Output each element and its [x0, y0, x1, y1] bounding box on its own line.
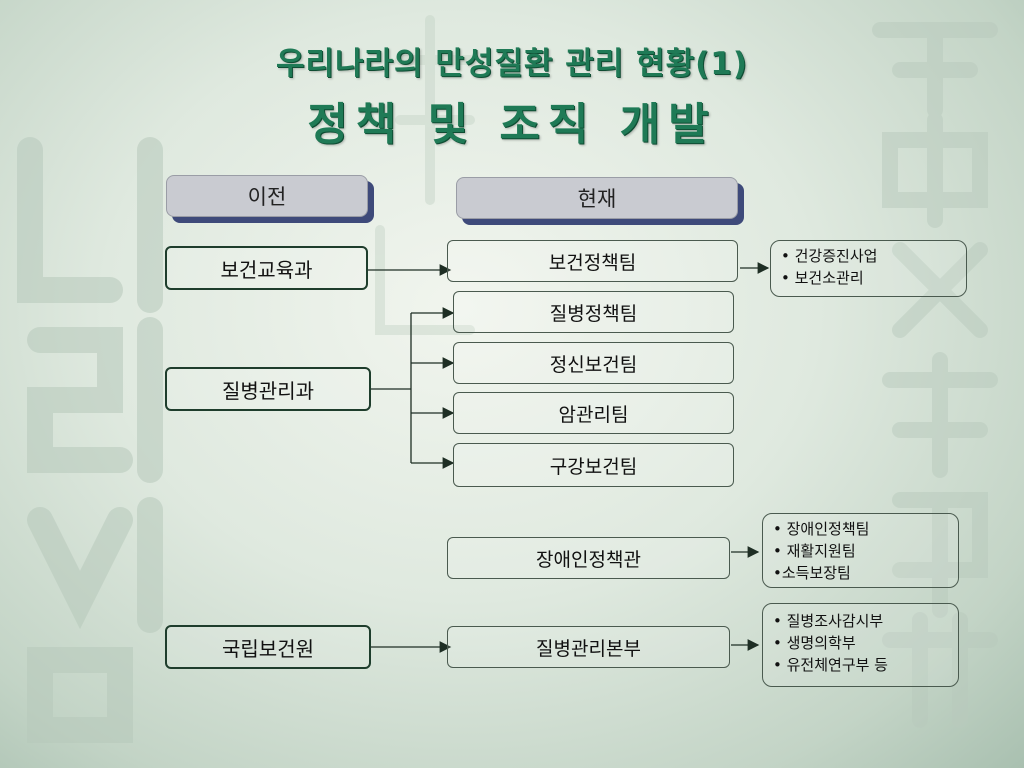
- note-item: • 건강증진사업: [781, 247, 878, 265]
- node-disability-policy: 장애인정책관: [447, 537, 730, 579]
- node-cancer-mgmt: 암관리팀: [453, 392, 734, 434]
- node-health-edu-label: 보건교육과: [220, 257, 313, 282]
- slide-title-line2: 정책 및 조직 개발: [307, 99, 717, 150]
- node-oral-health-label: 구강보건팀: [549, 455, 638, 478]
- node-oral-health: 구강보건팀: [453, 443, 734, 487]
- note-item: •소득보장팀: [773, 564, 851, 582]
- node-health-policy: 보건정책팀: [447, 240, 738, 282]
- slide-title-line1: 우리나라의 만성질환 관리 현황(1): [275, 46, 749, 82]
- node-kcdc-label: 질병관리본부: [536, 637, 641, 660]
- note-item: • 유전체연구부 등: [773, 656, 888, 674]
- node-disease-policy: 질병정책팀: [453, 291, 734, 333]
- node-disease-policy-label: 질병정책팀: [549, 302, 638, 325]
- note-item: • 보건소관리: [781, 269, 864, 287]
- node-cancer-mgmt-label: 암관리팀: [558, 403, 629, 426]
- header-before-label: 이전: [247, 185, 287, 209]
- note-item: • 장애인정책팀: [773, 520, 870, 538]
- node-national-inst-label: 국립보건원: [222, 636, 314, 661]
- note-health-policy: • 건강증진사업 • 보건소관리: [770, 240, 967, 297]
- note-item: • 재활지원팀: [773, 542, 856, 560]
- note-item: • 질병조사감시부: [773, 612, 884, 630]
- note-disability-policy: • 장애인정책팀 • 재활지원팀 •소득보장팀: [762, 513, 959, 588]
- header-current-label: 현재: [577, 187, 617, 211]
- note-kcdc: • 질병조사감시부 • 생명의학부 • 유전체연구부 등: [762, 603, 959, 687]
- header-before-tab: 이전: [166, 175, 368, 217]
- header-current-tab: 현재: [456, 177, 738, 219]
- node-kcdc: 질병관리본부: [447, 626, 730, 668]
- note-item: • 생명의학부: [773, 634, 856, 652]
- node-mental-health: 정신보건팀: [453, 342, 734, 384]
- node-disease-mgmt: 질병관리과: [165, 367, 371, 411]
- node-disease-mgmt-label: 질병관리과: [222, 378, 314, 403]
- node-disability-policy-label: 장애인정책관: [536, 548, 641, 571]
- node-mental-health-label: 정신보건팀: [549, 353, 638, 376]
- node-national-inst: 국립보건원: [165, 625, 371, 669]
- node-health-edu: 보건교육과: [165, 246, 368, 290]
- node-health-policy-label: 보건정책팀: [548, 251, 637, 274]
